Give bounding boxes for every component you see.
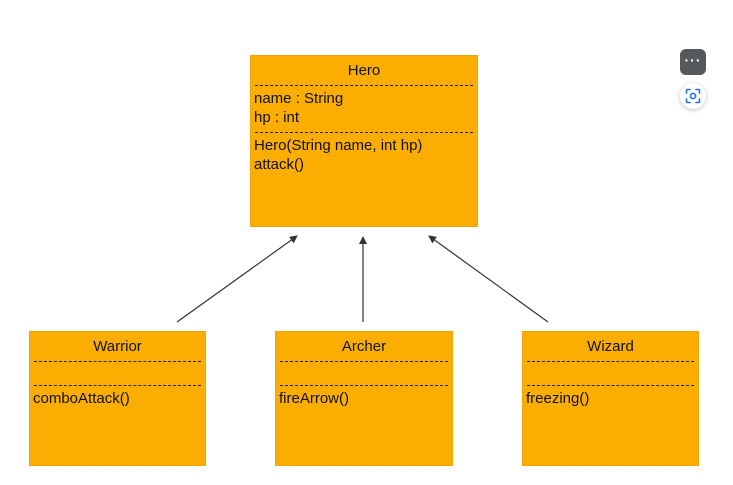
class-separator [34, 385, 201, 386]
hero-methods: Hero(String name, int hp) attack() [251, 136, 477, 174]
arrow-warrior-to-hero [176, 235, 298, 323]
warrior-class-name: Warrior [93, 338, 142, 355]
hero-class-box: Hero name : String hp : int Hero(String … [250, 55, 478, 227]
hero-attribute-hp: hp : int [254, 109, 300, 126]
arrow-wizard-to-hero [428, 235, 549, 323]
visual-search-icon [685, 88, 701, 104]
hero-class-name: Hero [347, 62, 381, 79]
archer-method-fire-arrow: fireArrow() [279, 390, 349, 407]
archer-attributes [276, 365, 452, 380]
wizard-class-name: Wizard [587, 338, 634, 355]
wizard-attributes [523, 365, 698, 380]
class-separator [280, 385, 448, 386]
hero-attribute-name: name : String [254, 90, 344, 107]
class-separator [34, 361, 201, 362]
class-separator [527, 385, 694, 386]
wizard-method-freezing: freezing() [526, 390, 590, 407]
visual-search-button[interactable] [680, 83, 706, 109]
warrior-method-combo-attack: comboAttack() [33, 390, 130, 407]
warrior-class-box: Warrior comboAttack() [29, 331, 206, 466]
hero-attributes: name : String hp : int [251, 89, 477, 127]
class-separator [255, 85, 473, 86]
archer-methods: fireArrow() [276, 389, 452, 408]
warrior-attributes [30, 365, 205, 380]
class-separator [527, 361, 694, 362]
hero-method-constructor: Hero(String name, int hp) [254, 137, 423, 154]
class-separator [280, 361, 448, 362]
wizard-methods: freezing() [523, 389, 698, 408]
more-horizontal-icon: ··· [684, 52, 702, 68]
archer-class-name: Archer [341, 338, 387, 355]
warrior-methods: comboAttack() [30, 389, 205, 408]
more-options-button[interactable]: ··· [680, 49, 706, 75]
archer-class-box: Archer fireArrow() [275, 331, 453, 466]
hero-method-attack: attack() [254, 156, 305, 173]
wizard-class-box: Wizard freezing() [522, 331, 699, 466]
class-separator [255, 132, 473, 133]
